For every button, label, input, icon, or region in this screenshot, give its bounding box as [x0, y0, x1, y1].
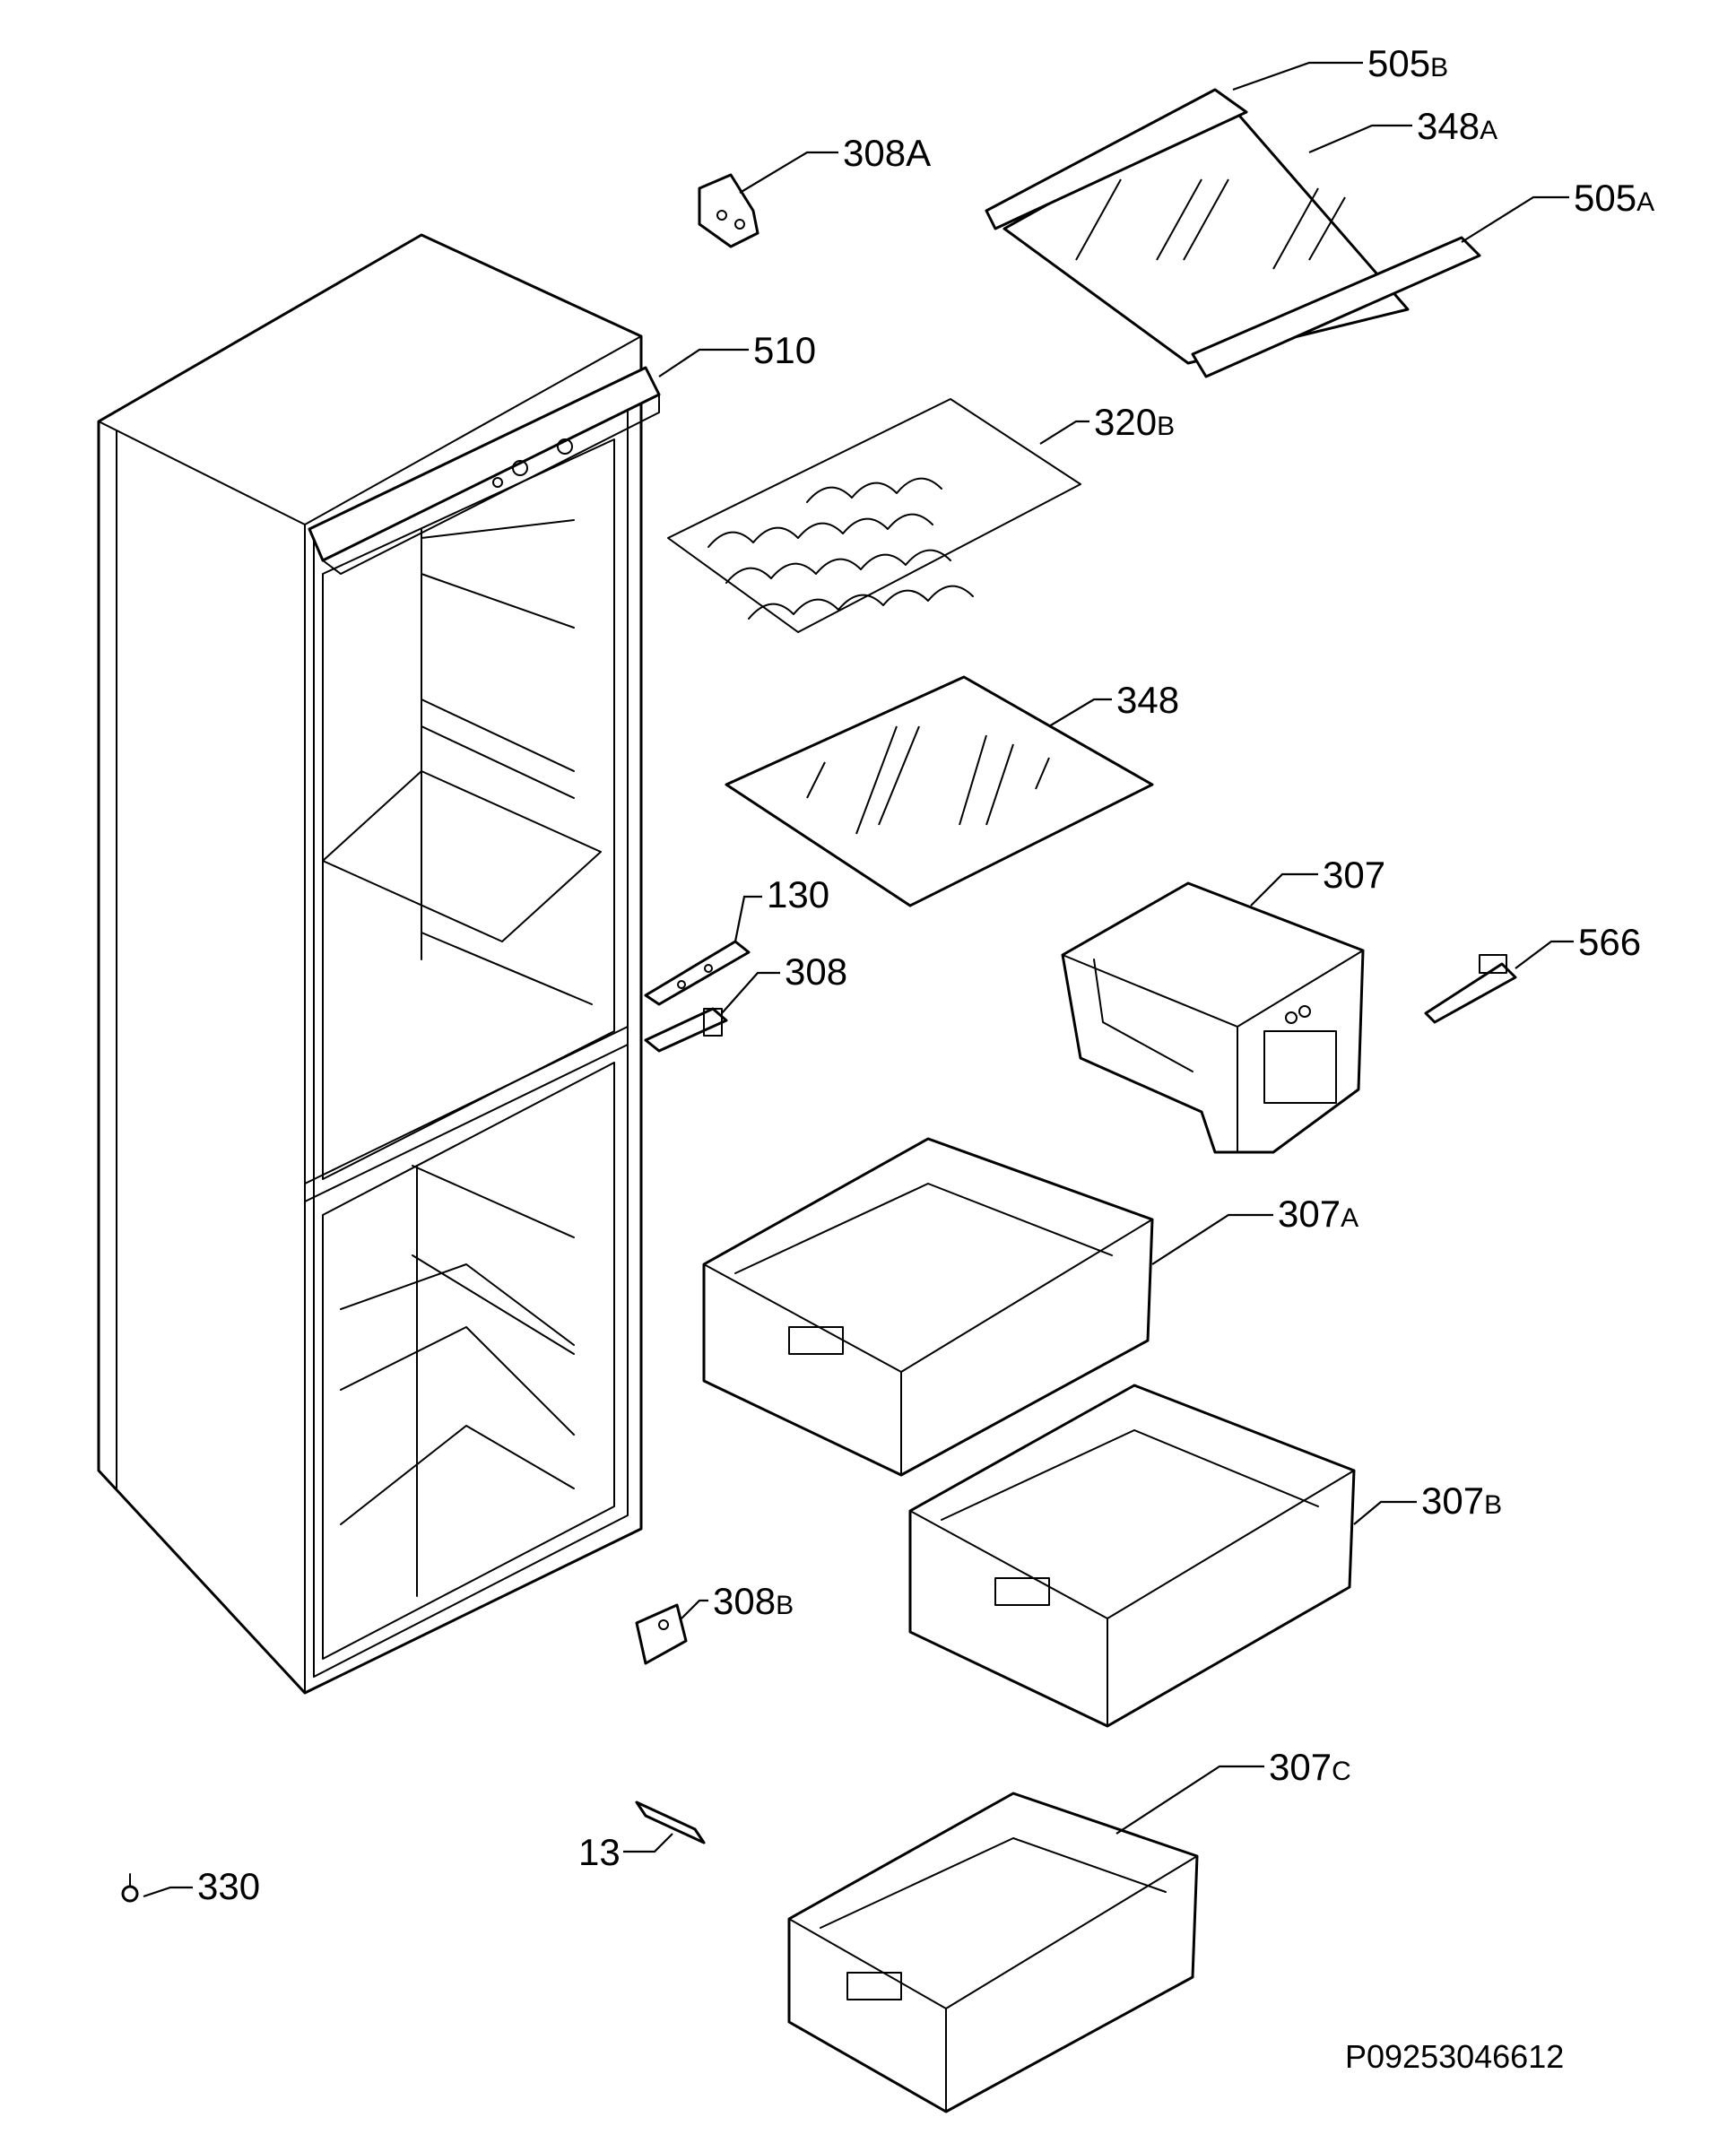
top-hinge-308a — [698, 173, 760, 248]
label-130: 130 — [767, 873, 829, 915]
label-510: 510 — [753, 329, 816, 371]
label-308b: 308B — [713, 1580, 794, 1622]
bottom-hinge-308b — [635, 1603, 688, 1665]
label-307a: 307A — [1278, 1193, 1358, 1235]
label-307c: 307C — [1269, 1746, 1351, 1788]
diagram-reference-code: P09253046612 — [1345, 2038, 1564, 2075]
label-307: 307 — [1323, 854, 1385, 896]
label-348a: 348A — [1417, 105, 1497, 147]
part-labels: 505B 348A 505A 308A 510 320B 348 307 566… — [197, 42, 1654, 1907]
label-308: 308 — [785, 950, 847, 993]
glass-shelf-348 — [725, 675, 1154, 907]
crisper-box-307 — [1061, 881, 1365, 1154]
label-505a: 505A — [1574, 177, 1654, 219]
spacer-13 — [635, 1801, 706, 1844]
screw-330 — [121, 1873, 139, 1903]
wine-rack-320b — [667, 398, 1081, 633]
freezer-drawer-307a — [702, 1137, 1154, 1477]
shelf-trim-505b — [985, 88, 1248, 230]
leader-lines — [143, 61, 1574, 1898]
label-307b: 307B — [1421, 1480, 1502, 1522]
shelf-trim-505a — [1191, 236, 1481, 378]
label-308a: 308A — [843, 132, 931, 174]
label-13: 13 — [578, 1831, 621, 1873]
freezer-drawer-307b — [908, 1384, 1356, 1728]
glass-shelf-348a — [1003, 101, 1410, 365]
label-330: 330 — [197, 1865, 260, 1907]
label-348: 348 — [1116, 679, 1179, 721]
label-505b: 505B — [1367, 42, 1448, 84]
freezer-drawer-307c — [787, 1792, 1199, 2113]
fridge-cabinet — [97, 233, 661, 1695]
hinge-308 — [644, 1007, 728, 1053]
clip-566 — [1424, 954, 1517, 1024]
label-320b: 320B — [1094, 401, 1175, 443]
bracket-130 — [644, 940, 751, 1006]
label-566: 566 — [1578, 921, 1641, 963]
